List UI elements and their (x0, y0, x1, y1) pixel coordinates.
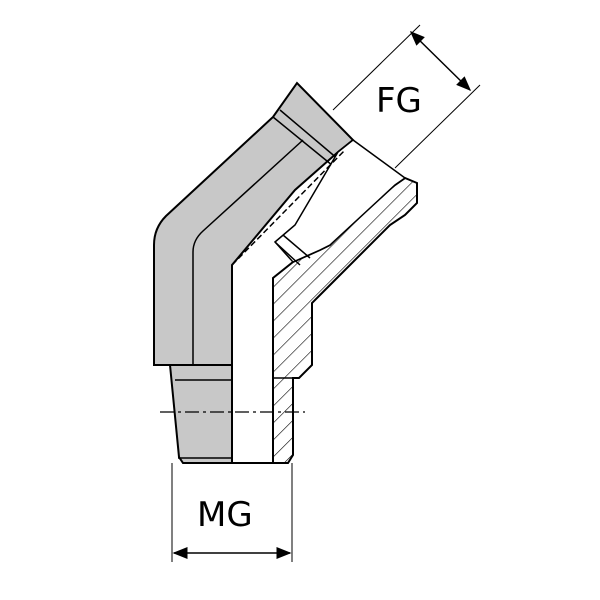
nut-face (273, 139, 407, 263)
mg-label: MG (197, 495, 253, 535)
thread-exterior (168, 364, 233, 464)
body-exterior (153, 81, 355, 366)
fg-extension-bottom (394, 84, 481, 169)
nut-edge (272, 109, 346, 171)
fg-extension-top (332, 24, 421, 111)
fg-label: FG (376, 81, 422, 121)
bore-hidden-line (231, 149, 346, 463)
body-edge-line (192, 139, 304, 365)
fg-dimension-arrow (409, 30, 472, 92)
